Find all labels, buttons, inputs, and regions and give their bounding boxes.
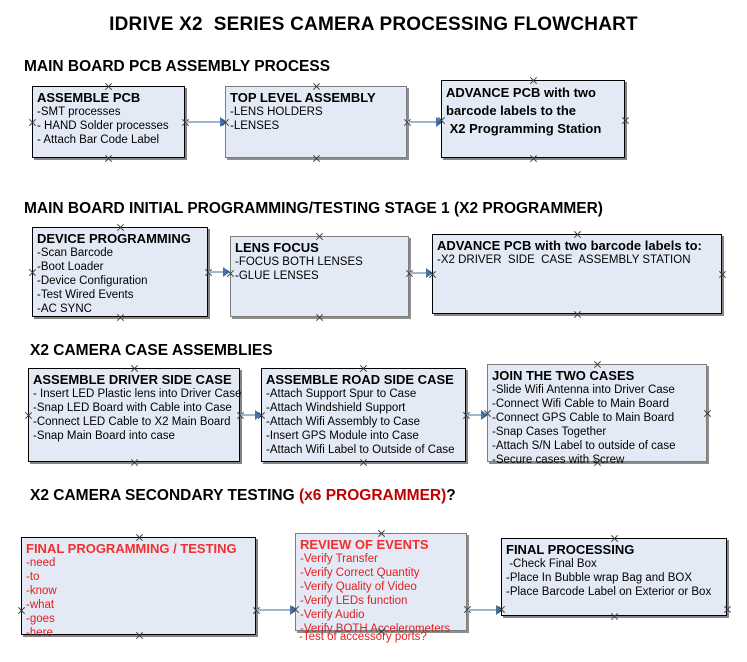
box-line: - HAND Solder processes xyxy=(37,120,169,132)
connector-arrow xyxy=(186,121,222,123)
box-line: -Attach Wifi Label to Outside of Case xyxy=(266,444,455,456)
box-advance-pcb-x2-programming-station[interactable]: ADVANCE PCB with two barcode labels to t… xyxy=(441,80,625,158)
box-heading: TOP LEVEL ASSEMBLY xyxy=(230,90,376,105)
box-line: -Check Final Box xyxy=(506,558,597,570)
box-line: -FOCUS BOTH LENSES xyxy=(235,256,363,268)
box-line: -Slide Wifi Antenna into Driver Case xyxy=(492,384,675,396)
section-title-text: X2 CAMERA SECONDARY TESTING xyxy=(30,487,299,504)
box-assemble-road-side-case[interactable]: ASSEMBLE ROAD SIDE CASE -Attach Support … xyxy=(261,368,466,462)
box-line: -goes xyxy=(26,613,55,625)
box-heading: DEVICE PROGRAMMING xyxy=(37,231,191,246)
box-line: -Test Wired Events xyxy=(37,289,134,301)
box-line: -Device Configuration xyxy=(37,275,148,287)
box-heading: REVIEW OF EVENTS xyxy=(300,537,429,552)
box-line: -GLUE LENSES xyxy=(235,270,319,282)
box-line: -Verify Correct Quantity xyxy=(300,567,420,579)
box-line: -Verify BOTH Accelerometers xyxy=(300,623,451,635)
box-line: -Snap LED Board with Cable into Case xyxy=(33,402,232,414)
arrowhead-icon xyxy=(436,117,443,127)
arrowhead-icon xyxy=(290,605,297,615)
box-line: -Connect LED Cable to X2 Main Board xyxy=(33,416,231,428)
connector-arrow xyxy=(467,414,483,416)
box-line: -Place Barcode Label on Exterior or Box xyxy=(506,586,712,598)
box-heading: LENS FOCUS xyxy=(235,240,319,255)
box-line: -to xyxy=(26,571,40,583)
box-device-programming[interactable]: DEVICE PROGRAMMING -Scan Barcode -Boot L… xyxy=(32,227,208,317)
box-review-of-events[interactable]: REVIEW OF EVENTS -Verify Transfer -Verif… xyxy=(295,533,467,635)
box-heading: FINAL PROGRAMMING / TESTING xyxy=(26,541,237,556)
box-line: -Attach Windshield Support xyxy=(266,402,406,414)
box-heading: ASSEMBLE PCB xyxy=(37,90,141,105)
box-heading: FINAL PROCESSING xyxy=(506,542,635,557)
arrowhead-icon xyxy=(496,605,503,615)
box-line: -Snap Main Board into case xyxy=(33,430,175,442)
box-heading: ASSEMBLE ROAD SIDE CASE xyxy=(266,372,454,387)
box-line: -Connect GPS Cable to Main Board xyxy=(492,412,675,424)
box-line: -LENS HOLDERS xyxy=(230,106,323,118)
box-line: -Verify Audio xyxy=(300,609,365,621)
box-heading: JOIN THE TWO CASES xyxy=(492,368,635,383)
box-line: -here xyxy=(26,627,53,639)
connector-arrow xyxy=(408,121,438,123)
box-join-the-two-cases[interactable]: JOIN THE TWO CASES -Slide Wifi Antenna i… xyxy=(487,364,707,466)
box-line: -LENSES xyxy=(230,120,280,132)
box-line: -Attach Support Spur to Case xyxy=(266,388,417,400)
box-line: - Attach Bar Code Label xyxy=(37,134,160,146)
connector-arrow xyxy=(257,609,292,611)
box-lens-focus[interactable]: LENS FOCUS -FOCUS BOTH LENSES -GLUE LENS… xyxy=(230,236,409,317)
box-advance-pcb-driver-side-case[interactable]: ADVANCE PCB with two barcode labels to: … xyxy=(432,234,722,314)
box-line: -Insert GPS Module into Case xyxy=(266,430,419,442)
section-title-main-board-pcb-assembly: MAIN BOARD PCB ASSEMBLY PROCESS xyxy=(24,58,331,75)
box-line: -know xyxy=(26,585,57,597)
box-assemble-driver-side-case[interactable]: ASSEMBLE DRIVER SIDE CASE - Insert LED P… xyxy=(28,368,242,462)
box-top-level-assembly[interactable]: TOP LEVEL ASSEMBLY -LENS HOLDERS -LENSES xyxy=(225,86,407,158)
box-heading: ADVANCE PCB with two barcode labels to t… xyxy=(446,85,602,136)
page-title: IDRIVE X2 SERIES CAMERA PROCESSING FLOWC… xyxy=(109,14,638,35)
arrowhead-icon xyxy=(220,117,227,127)
box-final-programming-testing[interactable]: FINAL PROGRAMMING / TESTING -need -to -k… xyxy=(21,537,256,639)
box-line: -Attach S/N Label to outside of case xyxy=(492,440,676,452)
box-line: -Attach Wifi Assembly to Case xyxy=(266,416,421,428)
arrowhead-icon xyxy=(426,268,433,278)
box-line: -Scan Barcode xyxy=(37,247,114,259)
box-line: -Connect Wifi Cable to Main Board xyxy=(492,398,670,410)
connector-arrow xyxy=(209,271,225,273)
box-line: -SMT processes xyxy=(37,106,121,118)
box-line: - Insert LED Plastic lens into Driver Ca… xyxy=(33,388,242,400)
arrowhead-icon xyxy=(255,410,262,420)
box-line: -Verify LEDs function xyxy=(300,595,408,607)
box-line: -Place In Bubble wrap Bag and BOX xyxy=(506,572,693,584)
box-line: -AC SYNC xyxy=(37,303,92,315)
box-line-overflow: -Test of accessory ports? xyxy=(299,631,427,643)
box-line: -X2 DRIVER SIDE CASE ASSEMBLY STATION xyxy=(437,254,691,266)
box-assemble-pcb[interactable]: ASSEMBLE PCB -SMT processes - HAND Solde… xyxy=(32,86,185,158)
arrowhead-icon xyxy=(481,410,488,420)
box-line: -Snap Cases Together xyxy=(492,426,607,438)
connector-arrow xyxy=(468,609,498,611)
section-title-question: ? xyxy=(446,487,456,504)
box-line: -Verify Transfer xyxy=(300,553,378,565)
section-title-x2-camera-secondary-testing: X2 CAMERA SECONDARY TESTING (x6 PROGRAMM… xyxy=(30,487,456,505)
box-final-processing[interactable]: FINAL PROCESSING -Check Final Box -Place… xyxy=(501,538,727,616)
box-heading: ASSEMBLE DRIVER SIDE CASE xyxy=(33,372,232,387)
section-title-x2-camera-case-assemblies: X2 CAMERA CASE ASSEMBLIES xyxy=(30,342,273,359)
box-line: -what xyxy=(26,599,55,611)
box-line: -Verify Quality of Video xyxy=(300,581,417,593)
box-line: -need xyxy=(26,557,56,569)
connector-arrow xyxy=(410,272,428,274)
connector-arrow xyxy=(241,414,257,416)
box-heading: ADVANCE PCB with two barcode labels to: xyxy=(437,238,702,253)
section-title-main-board-initial-programming: MAIN BOARD INITIAL PROGRAMMING/TESTING S… xyxy=(24,200,603,217)
box-line: -Boot Loader xyxy=(37,261,104,273)
box-line: -Secure cases with Screw xyxy=(492,454,625,466)
arrowhead-icon xyxy=(223,267,230,277)
section-title-note: (x6 PROGRAMMER) xyxy=(299,487,447,504)
